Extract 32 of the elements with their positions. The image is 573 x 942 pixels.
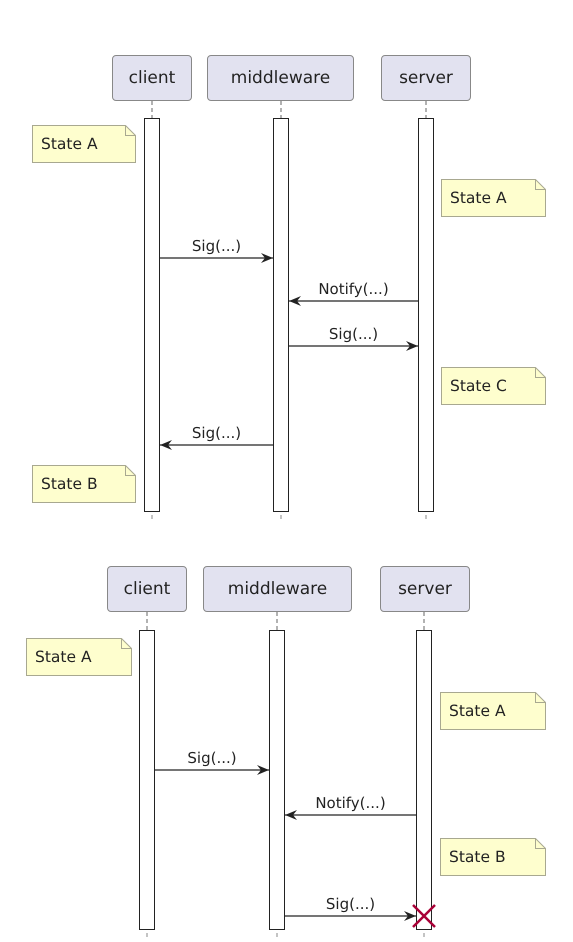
activation-bar: [269, 630, 285, 930]
activation-bar: [418, 118, 434, 512]
message-arrow: [289, 296, 418, 306]
lifeline: [146, 612, 148, 630]
participant-box: server: [381, 55, 471, 101]
participant-box: client: [112, 55, 192, 101]
message-arrow: [289, 341, 418, 351]
note: State B: [440, 838, 546, 876]
lifeline: [276, 612, 278, 630]
activation-bar: [273, 118, 289, 512]
participant-box: client: [107, 566, 187, 612]
participant-box: server: [380, 566, 470, 612]
activation-bar: [416, 630, 432, 930]
note: State A: [440, 692, 546, 730]
lifeline: [425, 101, 427, 118]
note: State A: [32, 125, 136, 163]
lifeline: [151, 101, 153, 118]
activation-bar: [139, 630, 155, 930]
note: State B: [32, 465, 136, 503]
lifeline: [280, 101, 282, 118]
message-arrow: [160, 440, 273, 450]
message-arrow: [160, 253, 273, 263]
note: State C: [441, 367, 546, 405]
lifeline: [423, 612, 425, 630]
participant-box: middleware: [207, 55, 354, 101]
activation-bar: [144, 118, 160, 512]
message-arrow: [285, 810, 416, 820]
participant-box: middleware: [203, 566, 352, 612]
note: State A: [441, 179, 546, 217]
note: State A: [26, 638, 132, 676]
message-arrow: [155, 765, 269, 775]
message-arrow: [285, 911, 416, 921]
